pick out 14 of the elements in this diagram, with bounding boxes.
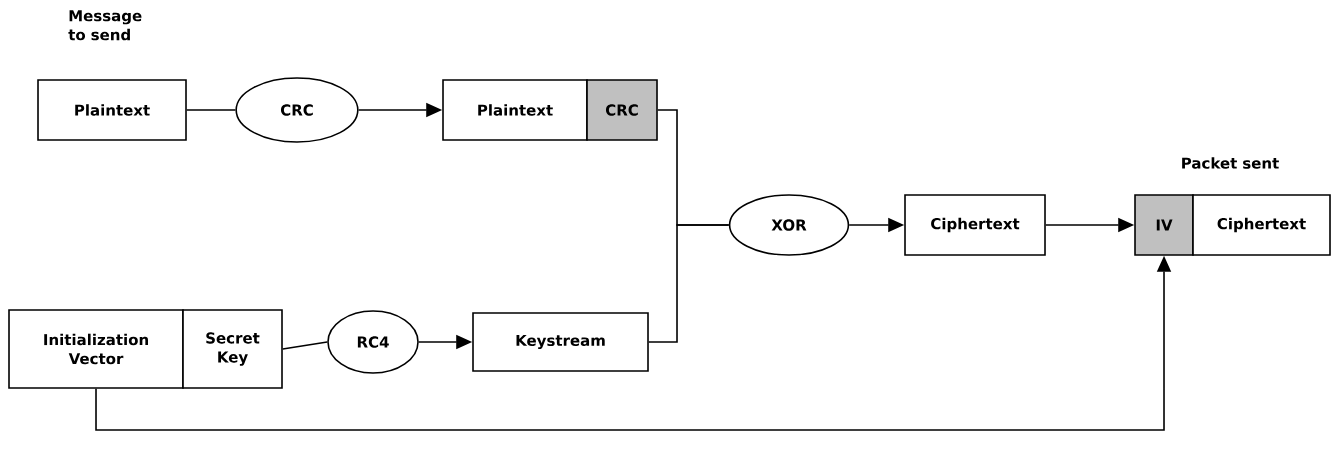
connector-line bbox=[282, 341, 328, 350]
process-box: Keystream bbox=[472, 312, 649, 372]
process-box: Ciphertext bbox=[904, 194, 1046, 256]
process-box: Ciphertext bbox=[1192, 194, 1331, 256]
process-box: Plaintext bbox=[442, 79, 588, 141]
process-box: Secret Key bbox=[182, 309, 283, 389]
heading-text: Message to send bbox=[68, 10, 142, 41]
heading-text: Packet sent bbox=[1182, 157, 1279, 169]
field-cell: IV bbox=[1134, 194, 1194, 256]
connector-line bbox=[648, 224, 730, 343]
process-box: Initialization Vector bbox=[8, 309, 184, 389]
connector-line bbox=[186, 109, 237, 111]
process-box: Plaintext bbox=[37, 79, 187, 141]
field-cell: CRC bbox=[586, 79, 658, 141]
